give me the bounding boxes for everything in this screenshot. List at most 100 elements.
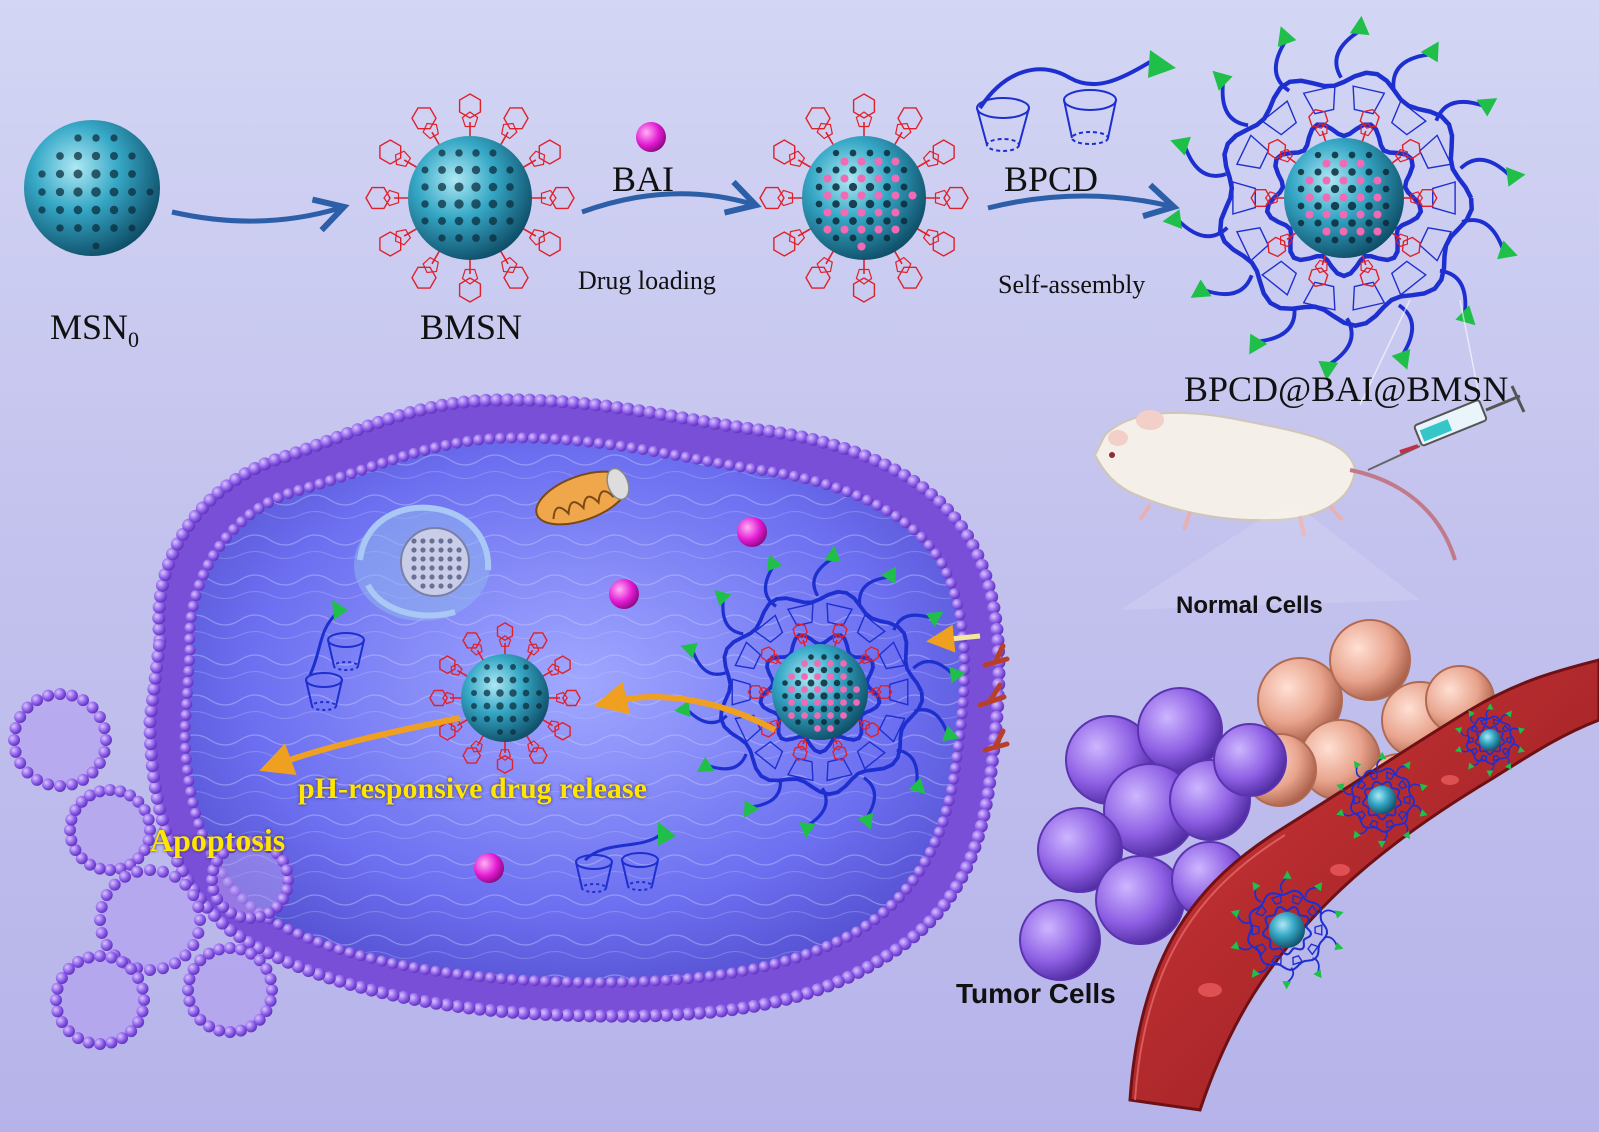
pore-dot	[522, 702, 530, 710]
targeting-triangle-icon	[1349, 15, 1370, 36]
cyclodextrin-cone	[786, 602, 814, 627]
lipid-head	[292, 928, 304, 940]
lipid-head	[266, 984, 278, 996]
benzothiazole-ring	[792, 745, 808, 761]
lipid-head	[571, 1009, 585, 1023]
targeting-triangle-icon	[1476, 98, 1498, 117]
benzothiazole-ring	[538, 139, 561, 165]
bpcd-polymer-chain	[1261, 906, 1313, 956]
pore-dot	[832, 234, 840, 242]
lipid-head	[273, 918, 285, 930]
lipid-head	[344, 947, 356, 959]
lipid-head	[314, 478, 326, 490]
lipid-head	[144, 704, 158, 718]
thiazole-ring	[816, 122, 833, 140]
lipid-head	[280, 883, 293, 896]
benzothiazole-ring	[462, 632, 482, 649]
nuclear-pore	[411, 565, 417, 571]
pore-dot	[1382, 202, 1390, 210]
cyclodextrin-cone	[1302, 281, 1336, 311]
bpcd-arm	[685, 708, 728, 725]
lipid-head	[376, 955, 388, 967]
benzothiazole-ring	[496, 754, 514, 774]
lipid-head	[65, 778, 78, 791]
lipid-head	[943, 889, 957, 903]
lipid-head	[898, 469, 912, 483]
lipid-head	[484, 433, 496, 445]
benzothiazole-ring	[1401, 236, 1421, 258]
lipid-head	[104, 784, 116, 796]
benzothiazole-ring	[365, 186, 391, 210]
lipid-head	[228, 523, 240, 535]
lipid-head	[955, 719, 967, 731]
lipid-head	[260, 1005, 273, 1017]
lipid-head	[260, 963, 273, 975]
lipid-head	[968, 840, 982, 854]
bpcd-arm	[1397, 303, 1415, 357]
lipid-head	[446, 397, 460, 411]
lipid-head	[116, 955, 128, 968]
bpcd-polymer-chain	[1361, 780, 1403, 821]
pore-dot	[834, 719, 840, 725]
lipid-head	[958, 642, 970, 654]
lipid-head	[451, 999, 465, 1013]
pore-dot	[833, 692, 841, 700]
lipid-head	[473, 434, 485, 446]
nuclear-pore	[456, 547, 462, 553]
lipid-head	[517, 974, 529, 986]
pore-dot	[807, 705, 815, 713]
pore-dot	[146, 188, 154, 196]
thiazole-ring	[1410, 191, 1424, 205]
benzothiazole-ring	[852, 93, 876, 119]
targeting-triangle-icon	[1336, 783, 1345, 791]
lipid-head	[340, 427, 354, 441]
lipid-head	[21, 766, 34, 779]
pore-dot	[900, 166, 908, 174]
lipid-head	[77, 773, 89, 786]
lipid-head	[506, 1005, 520, 1019]
targeting-triangle-icon	[766, 554, 783, 572]
lipid-head	[407, 992, 421, 1006]
bpcd-arm	[806, 787, 828, 828]
lipid-head	[578, 397, 592, 411]
lipid-head	[784, 428, 798, 442]
pore-dot	[795, 719, 801, 725]
benzothiazole-ring	[458, 93, 482, 119]
lipid-head	[919, 856, 931, 868]
drug-dot	[874, 208, 883, 217]
benzothiazole-ring	[805, 107, 831, 130]
thiazole-ring	[547, 663, 560, 676]
lipid-head	[138, 994, 150, 1006]
lipid-head	[182, 984, 194, 996]
lipid-head	[262, 497, 274, 509]
targeting-triangle-icon	[1212, 70, 1233, 91]
drug-dot	[1373, 210, 1382, 219]
drug-dot	[1339, 176, 1348, 185]
benzothiazole-ring	[379, 139, 402, 165]
lipid-head	[473, 1002, 487, 1016]
thiazole-ring	[556, 691, 568, 705]
lipid-head	[125, 1025, 138, 1038]
lipid-head	[799, 473, 811, 485]
lipid-head	[457, 395, 471, 409]
targeting-triangle-icon	[1334, 941, 1344, 951]
benzothiazole-ring	[792, 623, 808, 639]
thiazole-ring	[394, 150, 412, 167]
drug-dot	[1322, 210, 1331, 219]
lipid-head	[440, 998, 454, 1012]
targeting-triangle-icon	[824, 545, 841, 562]
lipid-head	[913, 865, 925, 877]
drug-dot	[1339, 159, 1348, 168]
lipid-head	[560, 1008, 574, 1022]
pore-dot	[471, 703, 477, 709]
nuclear-pore	[420, 547, 426, 553]
lipid-head	[877, 907, 889, 919]
lipid-head	[615, 440, 627, 452]
lipid-head	[943, 795, 955, 807]
drug-dot	[853, 686, 860, 693]
pore-dot	[1365, 219, 1373, 227]
lipid-head	[848, 445, 862, 459]
pore-dot	[820, 692, 828, 700]
drug-dot	[1322, 176, 1331, 185]
lipid-head	[987, 601, 1001, 615]
